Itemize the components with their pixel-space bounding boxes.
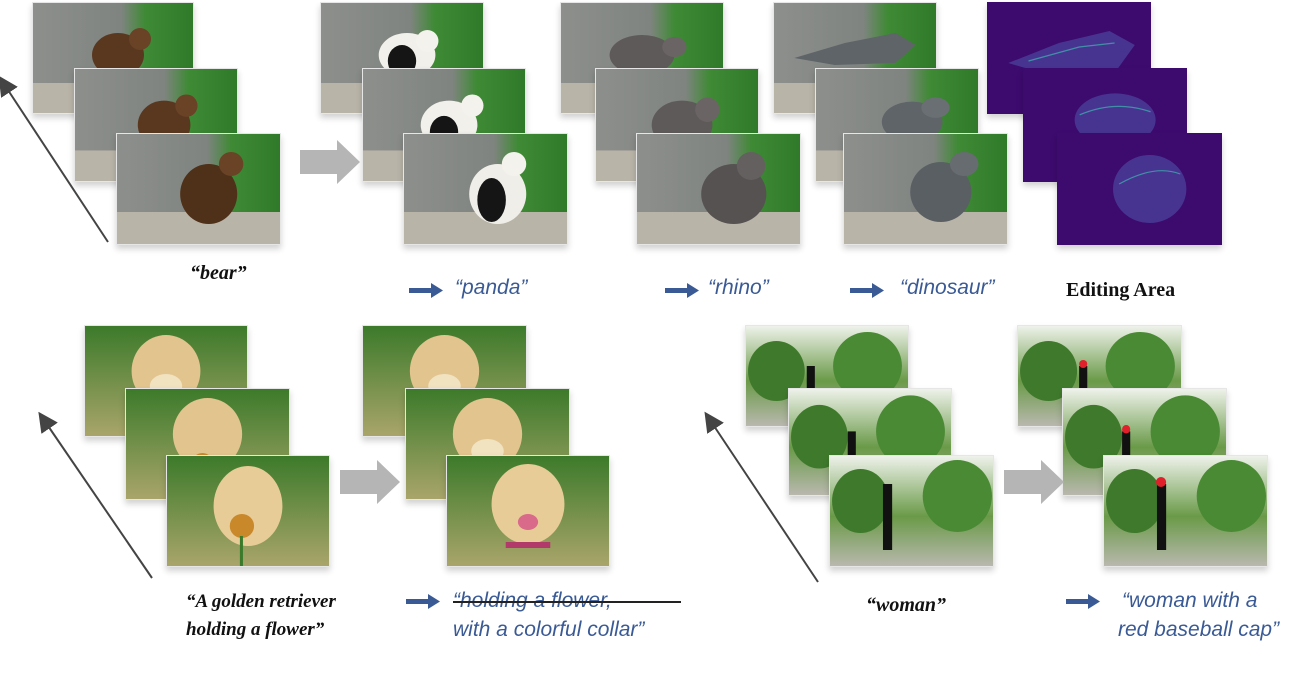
blue-arrow-rhino <box>665 283 699 298</box>
label-editing-area: Editing Area <box>1066 279 1176 301</box>
blue-arrow-panda <box>409 283 443 298</box>
woman-source-frame-3 <box>829 455 994 567</box>
label-panda: “panda” <box>455 276 528 299</box>
label-dog-source-line2: holding a flower” <box>186 619 325 640</box>
time-axis-woman <box>704 411 819 583</box>
label-dog-source-line1: “A golden retriever <box>186 591 336 612</box>
time-axis-dog <box>38 411 153 579</box>
blue-arrow-dog <box>406 594 440 609</box>
dog-source-frame-3 <box>166 455 330 567</box>
dinosaur-frame-3 <box>843 133 1008 245</box>
gray-arrow-row1 <box>300 140 360 184</box>
woman-edited-frame-3 <box>1103 455 1268 567</box>
label-woman-target-line1: “woman with a <box>1122 589 1258 612</box>
rhino-frame-3 <box>636 133 801 245</box>
label-dog-target-line1: “holding a flower, <box>453 589 612 612</box>
label-woman: “woman” <box>866 594 947 616</box>
heatmap-frame-3 <box>1057 133 1222 245</box>
dog-edited-frame-3 <box>446 455 610 567</box>
panda-frame-3 <box>403 133 568 245</box>
blue-arrow-dinosaur <box>850 283 884 298</box>
label-rhino: “rhino” <box>708 276 769 299</box>
time-axis-row1 <box>0 75 109 243</box>
bear-frame-3 <box>116 133 281 245</box>
gray-arrow-woman <box>1004 460 1064 504</box>
label-dinosaur: “dinosaur” <box>900 276 995 299</box>
gray-arrow-dog <box>340 460 400 504</box>
blue-arrow-woman <box>1066 594 1100 609</box>
woman-edited-frame-1 <box>1017 325 1182 427</box>
label-woman-target-line2: red baseball cap” <box>1118 618 1280 641</box>
label-bear: “bear” <box>190 262 247 284</box>
label-dog-target-line2: with a colorful collar” <box>453 618 645 641</box>
strikethrough-holding-a-flower <box>453 601 681 603</box>
